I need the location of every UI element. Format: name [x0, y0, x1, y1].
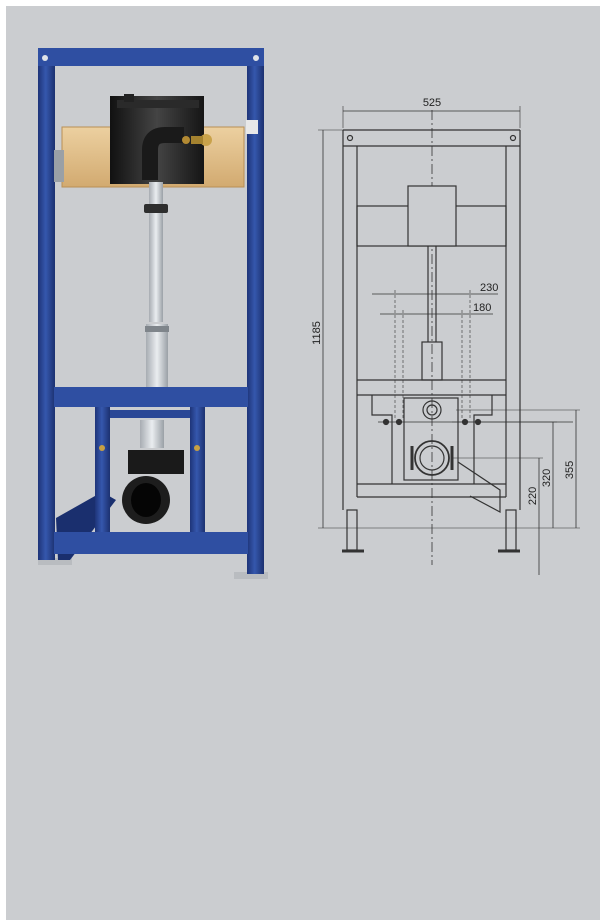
label-320: 320 [541, 469, 553, 487]
inner-right-post [190, 407, 205, 535]
right-leg [505, 509, 517, 551]
inlet-inner [426, 404, 438, 416]
inlet-connector [140, 420, 164, 448]
label-220: 220 [527, 487, 539, 505]
bolt-right [194, 445, 200, 451]
drain-box [403, 397, 459, 481]
left-upright [38, 48, 55, 560]
left-bracket-outline [371, 395, 393, 484]
top-left-hole-drawn [346, 134, 354, 142]
label-1185: 1185 [311, 321, 323, 345]
control-box-lid [117, 100, 199, 108]
flush-pipe-lower [146, 324, 168, 392]
top-right-hole [253, 55, 259, 61]
outlet-inner [419, 445, 445, 471]
technical-drawing [318, 106, 580, 575]
label-230: 230 [480, 282, 498, 294]
right-upright [247, 48, 264, 574]
pipe-clamp [144, 204, 168, 213]
drain-outlet-bore [131, 483, 161, 517]
bolt-left [99, 445, 105, 451]
cistern-box [407, 185, 457, 247]
label-180: 180 [473, 302, 491, 314]
drain-bend-top [128, 450, 184, 474]
top-crossbar [38, 48, 264, 66]
label-tag [246, 120, 258, 134]
elbow-fitting [142, 127, 184, 180]
label-525: 525 [423, 97, 441, 109]
outlet-circle [414, 440, 450, 476]
left-leg [346, 509, 358, 551]
brass-connector [191, 136, 203, 144]
inlet-circle [422, 400, 442, 420]
right-foot-plate [234, 572, 268, 579]
valve-left [182, 136, 190, 144]
frame-photo [38, 48, 268, 579]
top-right-hole-drawn [509, 134, 517, 142]
pipe-joint [145, 326, 169, 332]
label-355: 355 [564, 461, 576, 479]
bottom-crossbar [54, 532, 248, 554]
top-left-hole [42, 55, 48, 61]
dimension-labels: 525 1185 230 180 355 320 220 [311, 97, 576, 505]
inner-top-rail [110, 410, 190, 418]
inner-left-post [95, 407, 110, 535]
left-foot-plate [38, 558, 72, 565]
right-bracket-outline [473, 395, 493, 484]
left-bracket [54, 150, 64, 182]
lid-clip [124, 94, 134, 102]
flush-pipe [149, 182, 163, 322]
middle-crossbar [54, 387, 248, 407]
diagonal-brace-drawn [457, 461, 501, 513]
